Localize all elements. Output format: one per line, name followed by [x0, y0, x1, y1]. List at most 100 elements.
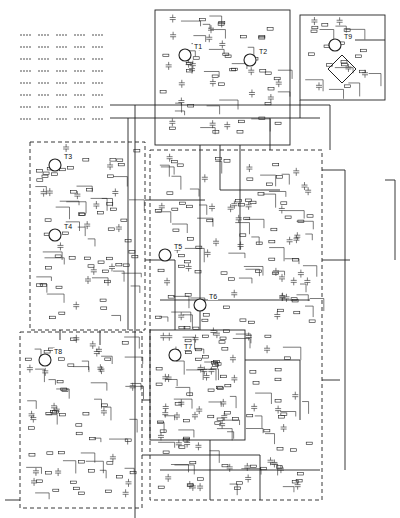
- resistor-symbol: [55, 255, 61, 258]
- capacitor-symbol: [107, 162, 113, 170]
- wire: [26, 467, 41, 473]
- resistor-symbol: [36, 480, 42, 483]
- resistor-symbol: [179, 446, 185, 449]
- wire: [219, 100, 238, 109]
- resistor-symbol: [44, 351, 50, 354]
- resistor-symbol: [250, 465, 256, 468]
- resistor-symbol: [90, 437, 96, 440]
- wire: [255, 393, 271, 404]
- capacitor-symbol: [162, 374, 168, 382]
- resistor-symbol: [281, 202, 287, 205]
- table-entry: [56, 46, 68, 47]
- wire: [329, 89, 344, 98]
- wire: [282, 174, 290, 184]
- resistor-symbol: [171, 160, 177, 163]
- wire: [128, 118, 129, 330]
- wire: [195, 349, 204, 354]
- wire: [94, 438, 101, 442]
- resistor-symbol: [281, 413, 287, 416]
- resistor-symbol: [160, 430, 166, 433]
- wire: [244, 266, 263, 275]
- capacitor-symbol: [57, 242, 63, 250]
- resistor-symbol: [220, 375, 226, 378]
- resistor-symbol: [233, 418, 239, 421]
- resistor-symbol: [269, 240, 275, 243]
- table-entry: [56, 58, 68, 59]
- wire: [175, 387, 189, 396]
- resistor-symbol: [341, 63, 347, 66]
- resistor-symbol: [202, 356, 208, 359]
- wire: [100, 470, 106, 478]
- resistor-symbol: [101, 404, 107, 407]
- wire: [110, 105, 330, 150]
- capacitor-symbol: [116, 224, 122, 232]
- resistor-symbol: [259, 37, 265, 40]
- capacitor-symbol: [273, 268, 279, 276]
- wire: [322, 170, 345, 470]
- resistor-symbol: [247, 414, 253, 417]
- resistor-symbol: [291, 298, 297, 301]
- resistor-symbol: [190, 461, 196, 464]
- wire: [35, 349, 41, 357]
- capacitor-symbol: [110, 454, 116, 462]
- capacitor-symbol: [311, 17, 317, 25]
- capacitor-symbol: [63, 144, 69, 152]
- resistor-symbol: [108, 175, 114, 178]
- wire: [88, 239, 95, 247]
- resistor-symbol: [76, 432, 82, 435]
- wire: [82, 361, 89, 370]
- resistor-symbol: [239, 120, 245, 123]
- wire: [355, 40, 385, 41]
- capacitor-symbol: [248, 67, 254, 75]
- wire: [283, 347, 301, 360]
- wire: [27, 401, 36, 409]
- resistor-symbol: [47, 452, 53, 455]
- wire: [101, 356, 112, 364]
- resistor-symbol: [223, 53, 229, 56]
- table-entry: [56, 118, 68, 119]
- wire: [300, 284, 306, 292]
- resistor-symbol: [277, 448, 283, 451]
- resistor-symbol: [271, 228, 277, 231]
- wire: [111, 315, 120, 321]
- wire: [255, 416, 262, 428]
- wire: [245, 360, 300, 420]
- resistor-symbol: [107, 257, 113, 260]
- resistor-symbol: [132, 255, 138, 258]
- wire: [56, 389, 69, 399]
- wire: [156, 212, 170, 223]
- wire: [297, 295, 309, 301]
- wire: [197, 369, 216, 380]
- wire: [44, 258, 64, 265]
- wire: [158, 442, 175, 447]
- wire: [185, 248, 204, 262]
- wire: [245, 219, 264, 228]
- wire: [142, 400, 150, 401]
- resistor-symbol: [238, 204, 244, 207]
- resistor-symbol: [163, 451, 169, 454]
- capacitor-symbol: [209, 203, 215, 211]
- capacitor-symbol: [281, 424, 287, 432]
- wire: [209, 16, 221, 27]
- capacitor-symbol: [27, 365, 33, 373]
- wire: [230, 396, 236, 408]
- capacitor-symbol: [96, 346, 102, 354]
- capacitor-symbol: [294, 232, 300, 240]
- resistor-symbol: [199, 18, 205, 21]
- resistor-symbol: [104, 280, 110, 283]
- resistor-symbol: [360, 49, 366, 52]
- table-entry: [74, 106, 86, 107]
- resistor-symbol: [265, 335, 271, 338]
- wire: [124, 337, 139, 349]
- resistor-symbol: [116, 476, 122, 479]
- table-entry: [20, 82, 32, 83]
- capacitor-symbol: [274, 312, 280, 320]
- resistor-symbol: [58, 358, 64, 361]
- capacitor-symbol: [224, 122, 230, 130]
- capacitor-symbol: [73, 302, 79, 310]
- resistor-symbol: [212, 75, 218, 78]
- wire: [5, 500, 20, 501]
- resistor-symbol: [322, 24, 328, 27]
- resistor-symbol: [173, 229, 179, 232]
- wire: [204, 71, 219, 77]
